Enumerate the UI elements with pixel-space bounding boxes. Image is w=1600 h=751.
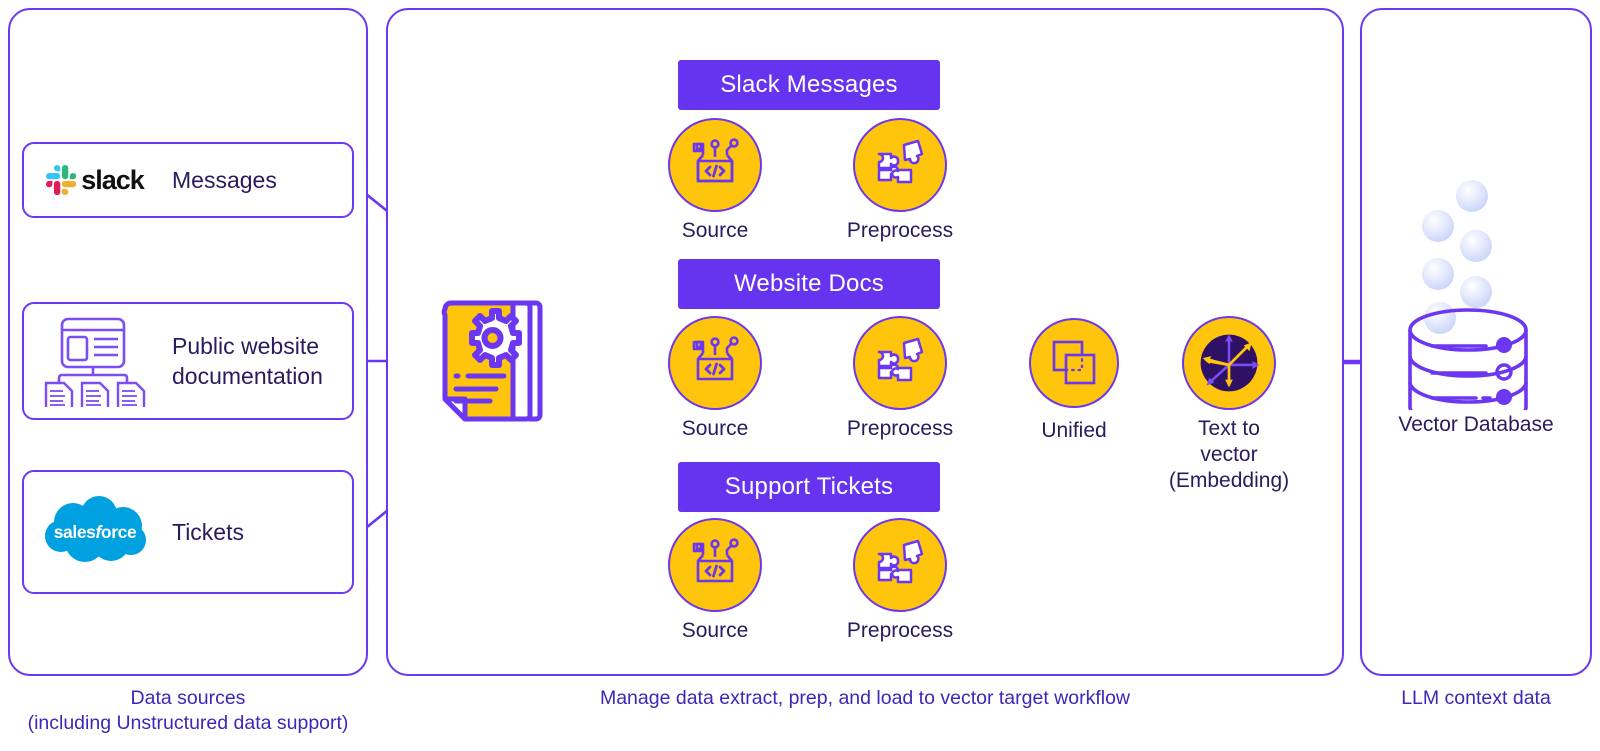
node-source-tickets[interactable]: Source <box>668 518 762 642</box>
node-label-preprocess-3: Preprocess <box>846 619 954 642</box>
source-box-code-icon <box>668 118 762 212</box>
puzzle-pieces-icon <box>853 316 947 410</box>
database-cylinder-icon <box>1388 170 1558 429</box>
caption-llm-context: LLM context data <box>1401 687 1551 709</box>
node-preprocess-tickets[interactable]: Preprocess <box>847 518 953 642</box>
source-box-code-icon <box>668 518 762 612</box>
node-source-slack[interactable]: Source <box>668 118 762 242</box>
node-label-source-3: Source <box>681 619 749 642</box>
source-card-slack[interactable]: slack Messages <box>22 142 354 218</box>
stacked-squares-icon <box>1029 318 1119 408</box>
node-label-unified: Unified <box>1041 419 1107 442</box>
node-source-website[interactable]: Source <box>668 316 762 440</box>
node-embedding[interactable]: Text to vector (Embedding) <box>1169 316 1289 492</box>
lane-banner-tickets: Support Tickets <box>678 462 940 512</box>
source-box-code-icon <box>668 316 762 410</box>
source-card-website[interactable]: Public website documentation <box>22 302 354 420</box>
source-card-label-website: Public website documentation <box>172 333 323 389</box>
source-card-label-salesforce: Tickets <box>172 519 244 545</box>
lane-banner-slack: Slack Messages <box>678 60 940 110</box>
source-card-label-slack: Messages <box>172 167 277 193</box>
slack-logo: slack <box>24 165 166 196</box>
caption-data-sources: Data sources (including Unstructured dat… <box>27 687 349 734</box>
node-preprocess-slack[interactable]: Preprocess <box>847 118 953 242</box>
node-label-source-1: Source <box>681 219 749 242</box>
label-vector-database: Vector Database <box>1398 413 1554 436</box>
vector-axes-icon <box>1182 316 1276 410</box>
lane-banner-website: Website Docs <box>678 259 940 309</box>
node-label-embedding: Text to vector (Embedding) <box>1168 417 1290 492</box>
node-unified[interactable]: Unified <box>1029 318 1119 442</box>
document-gear-icon <box>434 296 564 426</box>
puzzle-pieces-icon <box>853 118 947 212</box>
panel-llm-context <box>1360 8 1592 676</box>
node-label-preprocess-2: Preprocess <box>846 417 954 440</box>
slack-wordmark: slack <box>81 164 145 195</box>
node-preprocess-website[interactable]: Preprocess <box>847 316 953 440</box>
website-docs-icon <box>24 315 166 407</box>
node-label-preprocess-1: Preprocess <box>846 219 954 242</box>
node-label-source-2: Source <box>681 417 749 440</box>
caption-workflow: Manage data extract, prep, and load to v… <box>599 687 1131 709</box>
puzzle-pieces-icon <box>853 518 947 612</box>
